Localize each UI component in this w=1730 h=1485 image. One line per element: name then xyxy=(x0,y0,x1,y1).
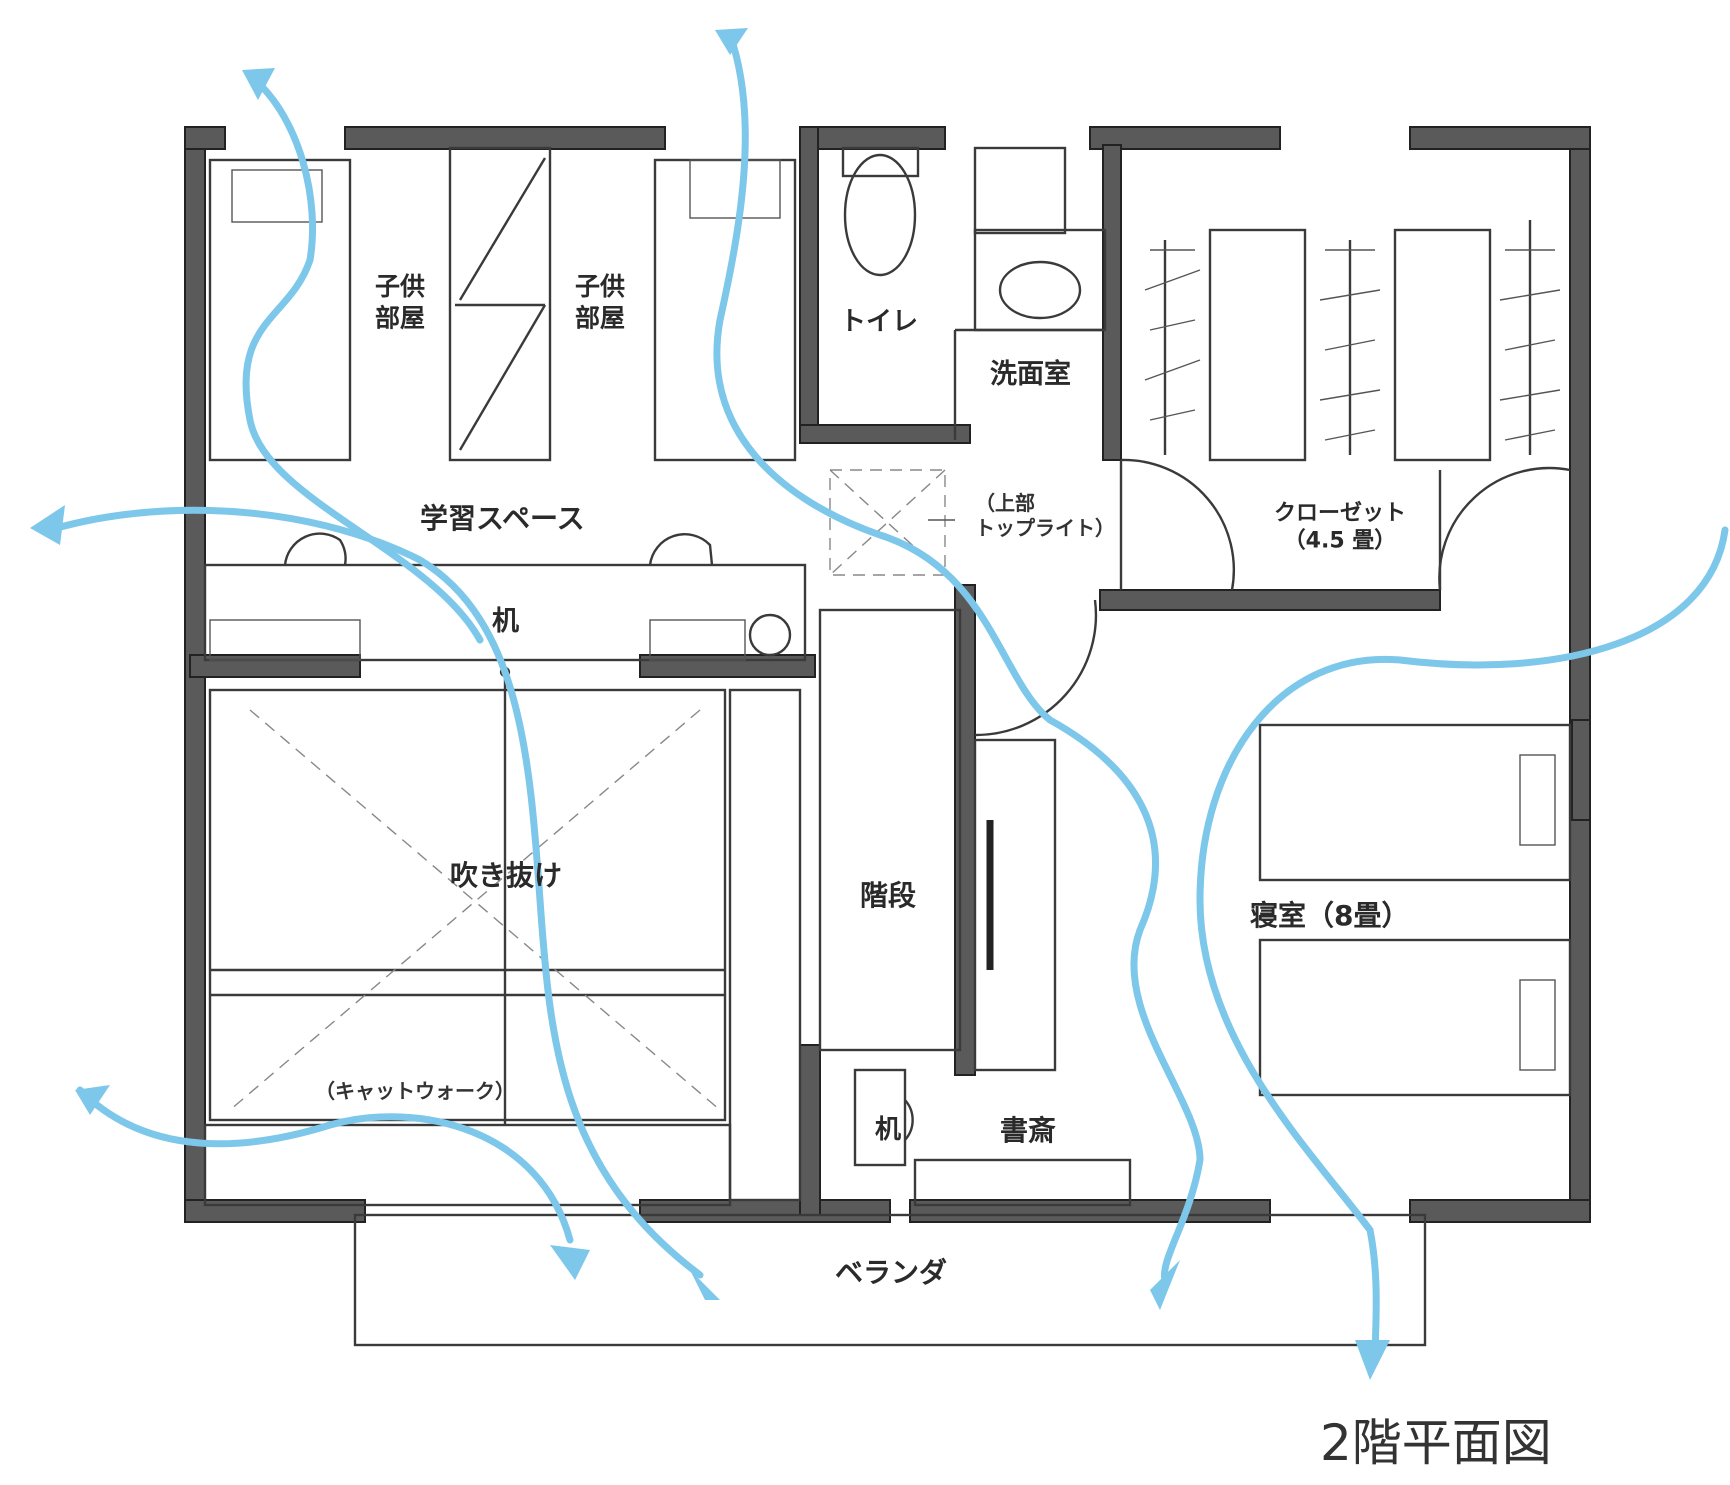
label-stairs: 階段 xyxy=(860,879,916,912)
study-space-desk xyxy=(203,469,955,662)
label-veranda: ベランダ xyxy=(835,1256,947,1289)
label-kids-room-2: 子供部屋 xyxy=(575,272,625,332)
plan-title: 2階平面図 xyxy=(1320,1414,1552,1472)
label-atrium: 吹き抜け xyxy=(450,859,562,892)
label-catwalk: （キャットウォーク） xyxy=(315,1079,515,1103)
label-toilet: トイレ xyxy=(840,307,918,337)
toilet-washroom xyxy=(841,146,1107,440)
label-washroom: 洗面室 xyxy=(990,358,1071,390)
room-labels: 子供部屋 子供部屋 トイレ 洗面室 クローゼット（4.5 畳） 学習スペース （… xyxy=(315,272,1552,1472)
closet-interior xyxy=(1119,220,1571,591)
label-kids-room-1: 子供部屋 xyxy=(375,272,425,332)
label-skylight-note: （上部トップライト） xyxy=(975,491,1115,540)
veranda-outline xyxy=(353,1213,1427,1347)
airflow-arrows xyxy=(30,28,1729,1380)
kids-rooms-furniture xyxy=(208,146,797,462)
label-study-desk: 机 xyxy=(875,1115,901,1145)
label-study: 書斎 xyxy=(1000,1114,1056,1147)
label-study-space: 学習スペース xyxy=(420,502,585,535)
stairs xyxy=(728,608,962,1202)
label-desk: 机 xyxy=(492,606,519,637)
bedroom-furniture xyxy=(973,599,1572,1097)
atrium xyxy=(208,666,727,1125)
label-bedroom: 寝室（8畳） xyxy=(1250,899,1409,932)
study-room xyxy=(853,1068,1132,1207)
label-closet: クローゼット（4.5 畳） xyxy=(1274,501,1406,554)
